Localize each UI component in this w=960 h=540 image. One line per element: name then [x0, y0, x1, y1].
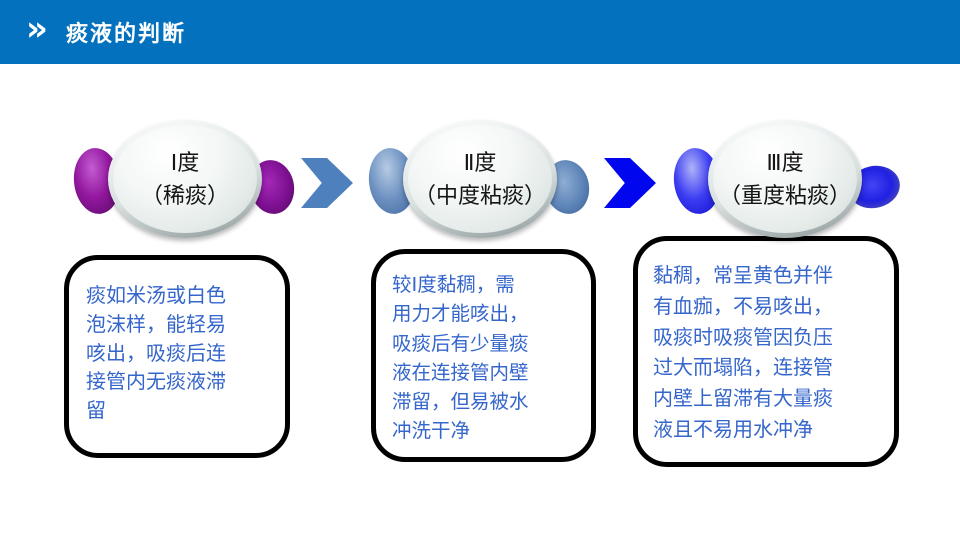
arrow-right-icon-1	[301, 158, 353, 208]
stage-2-ellipse-surface: Ⅱ度 （中度粘痰）	[408, 125, 552, 233]
stage-2-ellipse: Ⅱ度 （中度粘痰）	[403, 120, 557, 238]
stage-3-group: Ⅲ度 （重度粘痰）	[670, 120, 904, 238]
stage-3-description-box: 黏稠，常呈黄色并伴 有血痂，不易咳出， 吸痰时吸痰管因负压 过大而塌陷，连接管 …	[633, 236, 899, 467]
stage-1-description: 痰如米汤或白色 泡沫样，能轻易 咳出，吸痰后连 接管内无痰液滞 留	[86, 285, 226, 423]
stage-3-ellipse-surface: Ⅲ度 （重度粘痰）	[713, 125, 857, 233]
stage-2-description-box: 较Ⅰ度黏稠，需 用力才能咳出， 吸痰后有少量痰 液在连接管内壁 滞留，但易被水 …	[371, 249, 596, 462]
stage-3-ellipse: Ⅲ度 （重度粘痰）	[708, 120, 862, 238]
stage-2-group: Ⅱ度 （中度粘痰）	[365, 120, 594, 238]
stage-3-label: Ⅲ度 （重度粘痰）	[718, 150, 851, 208]
double-chevron-icon: »	[26, 9, 48, 49]
stage-2-label: Ⅱ度 （中度粘痰）	[413, 150, 546, 208]
stage-3-description: 黏稠，常呈黄色并伴 有血痂，不易咳出， 吸痰时吸痰管因负压 过大而塌陷，连接管 …	[653, 265, 833, 441]
title-bar: » 痰液的判断	[0, 0, 960, 64]
stage-1-description-box: 痰如米汤或白色 泡沫样，能轻易 咳出，吸痰后连 接管内无痰液滞 留	[64, 255, 290, 458]
arrow-right-icon-2	[604, 158, 656, 208]
stage-1-ellipse: Ⅰ度 （稀痰）	[108, 120, 262, 238]
page-title: 痰液的判断	[65, 21, 186, 46]
stage-2-description: 较Ⅰ度黏稠，需 用力才能咳出， 吸痰后有少量痰 液在连接管内壁 滞留，但易被水 …	[392, 275, 529, 443]
stage-1-label: Ⅰ度 （稀痰）	[140, 150, 229, 208]
stage-1-group: Ⅰ度 （稀痰）	[70, 120, 299, 238]
stage-1-ellipse-surface: Ⅰ度 （稀痰）	[113, 125, 257, 233]
